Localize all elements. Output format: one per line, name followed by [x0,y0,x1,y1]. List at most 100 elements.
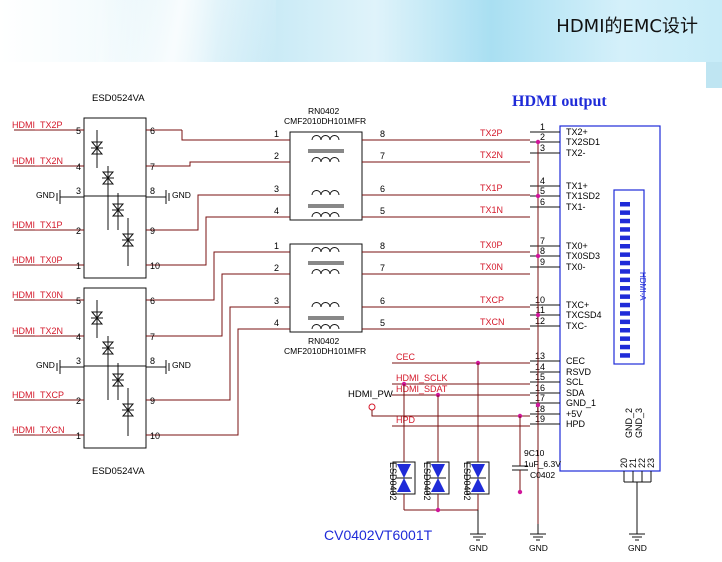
cmf-in-pin: 4 [274,206,279,216]
cmf-ref: RN0402 [308,336,339,346]
connector-pin-number: 15 [535,372,545,382]
cmf-coil [311,212,322,218]
connector-gnd-pin: 22 [637,458,647,468]
connector-tooth [620,277,630,283]
connector-pin-name: TX0SD3 [566,251,600,261]
slide-title: HDMI的EMC设计 [556,16,698,37]
connector-pin-number: 7 [540,236,545,246]
esd-body [83,287,147,449]
cmf-in-pin: 4 [274,318,279,328]
cmf-coil [320,135,331,141]
cmf-out-pin: 8 [380,241,385,251]
esd-to-cmf-route [182,328,260,436]
esd-to-cmf-route [181,130,260,141]
cmf-in-pin: 3 [274,296,279,306]
connector-tooth [620,244,630,249]
connector-tooth [620,235,630,241]
esd-output-pin: 6 [150,296,155,306]
connector-pin-name: SDA [566,388,585,398]
cmf-out-pin: 5 [380,206,385,216]
connector-gnd-pin: 23 [646,458,656,468]
connector-pin-number: 4 [540,176,545,186]
cmf-out-net: TX0N [480,262,503,272]
esd-gnd-right-pin: 8 [150,356,155,366]
cap-value: 1uF_6.3V [524,459,561,469]
connector-pin-number: 6 [540,197,545,207]
esd-input-pin: 2 [76,396,81,406]
differential-wiring [181,130,260,436]
cmf-coil [329,247,340,253]
cmf-out-pin: 7 [380,151,385,161]
connector-tooth [620,336,630,341]
connector-pin-number: 2 [540,132,545,142]
cmf-out-net: TX2N [480,150,503,160]
cmf-body [289,243,363,333]
esd-input-net: HDMI_TX2N [12,156,63,166]
connector-pin-name: TX2+ [566,127,588,137]
connector-tooth [620,311,630,316]
connector-tooth [620,227,630,232]
cmf-coil [329,135,340,141]
cmf-out-net: TX2P [480,128,503,138]
cmf-in-pin: 1 [274,241,279,251]
connector-pin-number: 19 [535,414,545,424]
tvs-label: ESD0402 [422,462,432,501]
tvs-tri-a [471,464,485,478]
tvs-tri-a [431,464,445,478]
connector-gnd-name: GND_3 [634,408,644,438]
cmf-out-net: TX0P [480,240,503,250]
cmf-coil [320,324,331,330]
connector-pin-number: 11 [536,305,545,315]
connector-title: HDMI output [512,93,607,110]
cmf-coil [329,302,340,308]
connector-pin-name: TX2SD1 [566,137,600,147]
shield-junction [535,253,541,259]
cmf-part: CMF2010DH101MFR [284,116,366,126]
cmf-out-net: TX1P [480,183,503,193]
cap-gnd-junction [517,489,523,495]
esd-input-net: HDMI_TX2P [12,120,63,130]
tvs-part-label: CV0402VT6001T [324,527,433,543]
cmf-coil [320,157,331,163]
esd-to-cmf-route [182,306,260,401]
cmf-coil [320,247,331,253]
cmf-out-net: TXCP [480,295,504,305]
connector-pin-number: 18 [535,404,545,414]
cmf-coil [311,157,322,163]
cmf-coil [311,324,322,330]
cmf-coil [320,269,331,275]
connector-pin-number: 13 [535,351,545,361]
connector-pin-number: 16 [535,383,545,393]
connector-pin-number: 8 [540,246,545,256]
esd-output-pin: 7 [150,162,155,172]
connector-teeth [620,202,630,358]
esd-gnd-left-net: GND [36,190,55,200]
esd-input-net: HDMI_TXCP [12,390,64,400]
connector-pin-name: RSVD [566,367,592,377]
esd-gnd-right-pin: 8 [150,186,155,196]
gnd1-junction [535,402,541,408]
hdmi-pw-port [368,403,376,411]
esd-to-cmf-route [182,161,260,167]
header-tab-decoration [706,62,722,88]
connector-tooth [620,328,630,333]
connector-tooth [620,269,630,274]
tvs-gnd-junction [435,507,441,513]
esd-output-pin: 10 [150,261,160,271]
connector-pin-name: TXCSD4 [566,310,602,320]
cmf-coil [329,269,340,275]
connector-gnd-symbol-label: GND [628,543,647,553]
cmf-coil [320,212,331,218]
esd-to-cmf-route [182,194,260,231]
cmf-out-pin: 5 [380,318,385,328]
connector-tooth [620,302,630,308]
slide-header: HDMI的EMC设计 [0,0,722,62]
connector-pin-number: 10 [535,295,545,305]
esd-input-net: HDMI_TX0N [12,290,63,300]
